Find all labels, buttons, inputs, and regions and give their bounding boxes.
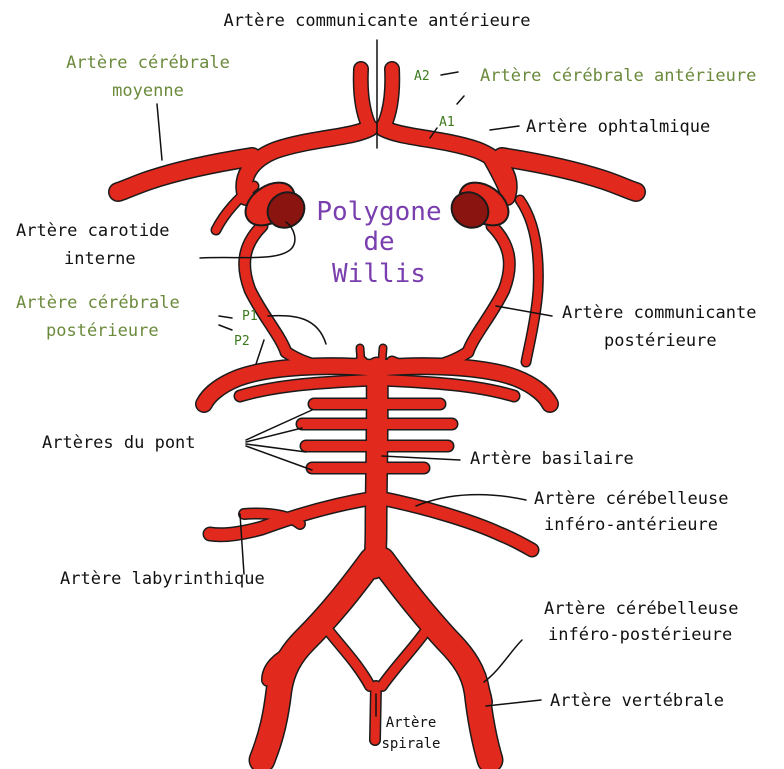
label-carotide-1: Artère carotide xyxy=(16,221,170,241)
label-pont: Artères du pont xyxy=(42,433,196,453)
artery-segment-33 xyxy=(328,630,370,686)
label-cerebrale-anterieure: Artère cérébrale antérieure xyxy=(480,66,756,86)
segment-p2: P2 xyxy=(234,334,250,349)
label-cerebrale-moyenne-1: Artère cérébrale xyxy=(66,53,230,73)
label-cerebelleuse-ia-1: Artère cérébelleuse xyxy=(534,489,728,509)
label-communicante-posterieure-2: postérieure xyxy=(604,331,717,351)
label-communicante-posterieure-1: Artère communicante xyxy=(562,303,756,323)
title-line-2: de xyxy=(363,227,394,257)
segment-p1: P1 xyxy=(242,309,258,324)
label-communicante-anterieure: Artère communicante antérieure xyxy=(223,11,530,31)
segment-a1: A1 xyxy=(439,115,455,130)
label-basilaire: Artère basilaire xyxy=(470,449,634,469)
label-cerebrale-posterieure-1: Artère cérébrale xyxy=(16,293,180,313)
label-cerebrale-moyenne-2: moyenne xyxy=(112,81,184,101)
label-spirale-2: spirale xyxy=(381,736,440,752)
label-cerebelleuse-ia-2: inféro-antérieure xyxy=(544,515,718,535)
artery-segment-10 xyxy=(468,226,509,352)
artery-segment-17 xyxy=(240,380,372,396)
title-line-1: Polygone xyxy=(316,197,441,227)
segment-a2: A2 xyxy=(414,69,430,84)
artery-segment-18 xyxy=(382,380,514,396)
label-cerebrale-posterieure-2: postérieure xyxy=(46,321,159,341)
artery-segment-27 xyxy=(374,368,377,568)
label-cerebelleuse-ip-2: inféro-postérieure xyxy=(548,625,732,645)
artery-segment-9 xyxy=(245,226,286,352)
label-spirale-1: Artère xyxy=(386,715,437,731)
label-labyrinthique: Artère labyrinthique xyxy=(60,569,265,589)
artery-tree xyxy=(118,69,636,760)
label-ophtalmique: Artère ophtalmique xyxy=(526,117,710,137)
label-cerebelleuse-ip-1: Artère cérébelleuse xyxy=(544,599,738,619)
artery-segment-34 xyxy=(382,628,428,686)
label-carotide-2: interne xyxy=(64,249,136,269)
label-vertebrale: Artère vertébrale xyxy=(550,691,724,711)
title-line-3: Willis xyxy=(332,259,426,289)
